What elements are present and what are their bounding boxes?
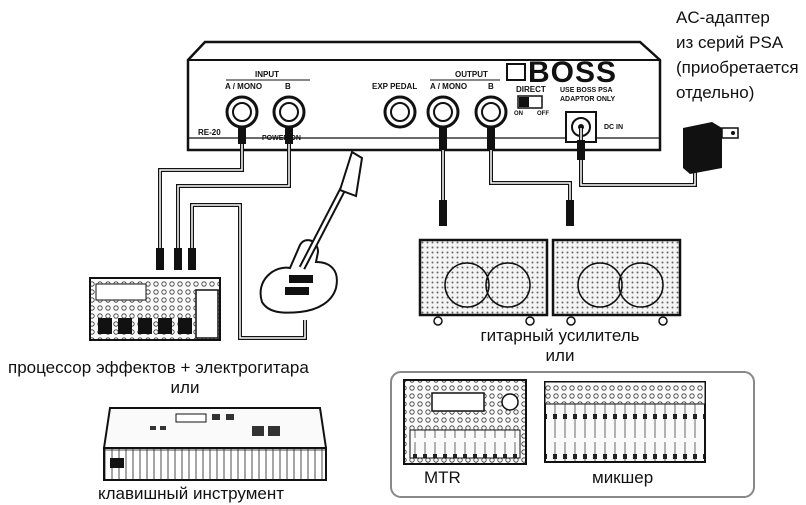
electric-guitar <box>259 150 364 314</box>
direct-off-label: OFF <box>537 111 549 117</box>
output-b-label: B <box>488 82 494 91</box>
output-a-label: A / MONO <box>430 82 468 91</box>
adaptor-notice-line2: ADAPTOR ONLY <box>560 96 616 103</box>
adaptor-notice-line1: USE BOSS PSA <box>560 87 613 94</box>
or-left-label: или <box>170 378 200 397</box>
output-group-label: OUTPUT <box>455 70 488 79</box>
mtr-mixer-group <box>390 371 755 498</box>
amp-label: гитарный усилитель <box>480 326 640 345</box>
guitar-amp-2 <box>551 238 682 326</box>
adapter-note-line4: отдельно) <box>676 83 755 102</box>
effects-label: процессор эффектов + электрогитара <box>8 358 309 377</box>
effects-processor <box>89 277 221 341</box>
input-b-jack <box>272 95 306 129</box>
input-group-label: INPUT <box>255 70 279 79</box>
pedal-unit <box>186 40 662 152</box>
direct-on-label: ON <box>514 111 523 117</box>
adapter-note-line1: AC-адаптер <box>676 8 770 27</box>
mtr-label: MTR <box>424 468 461 487</box>
mtr-device <box>403 379 527 465</box>
output-a-jack <box>426 95 460 129</box>
ac-adapter <box>683 122 739 174</box>
mixer-label: микшер <box>592 468 654 487</box>
or-top-label: или <box>545 346 575 365</box>
guitar-amp-1 <box>418 238 549 326</box>
mixer-device <box>544 381 706 463</box>
direct-switch <box>517 95 543 109</box>
adapter-note-line2: из серий PSA <box>676 33 784 52</box>
brand-logo: BOSS <box>528 56 618 89</box>
input-b-label: B <box>285 82 291 91</box>
cable-plugs <box>156 128 585 270</box>
adapter-note-line3: (приобретается <box>676 58 799 77</box>
keyboard-label: клавишный инструмент <box>98 484 285 503</box>
direct-label: DIRECT <box>516 85 546 94</box>
power-on-label: POWER ON <box>262 135 301 142</box>
brand-logo-box <box>506 63 526 81</box>
dc-in-label: DC IN <box>604 124 624 131</box>
exp-pedal-jack <box>383 95 417 129</box>
model-label: RE-20 <box>198 128 221 137</box>
input-a-jack <box>225 95 259 129</box>
keyboard-instrument <box>102 407 328 481</box>
input-a-label: A / MONO <box>225 82 263 91</box>
output-b-jack <box>474 95 508 129</box>
exp-pedal-label: EXP PEDAL <box>372 82 418 91</box>
